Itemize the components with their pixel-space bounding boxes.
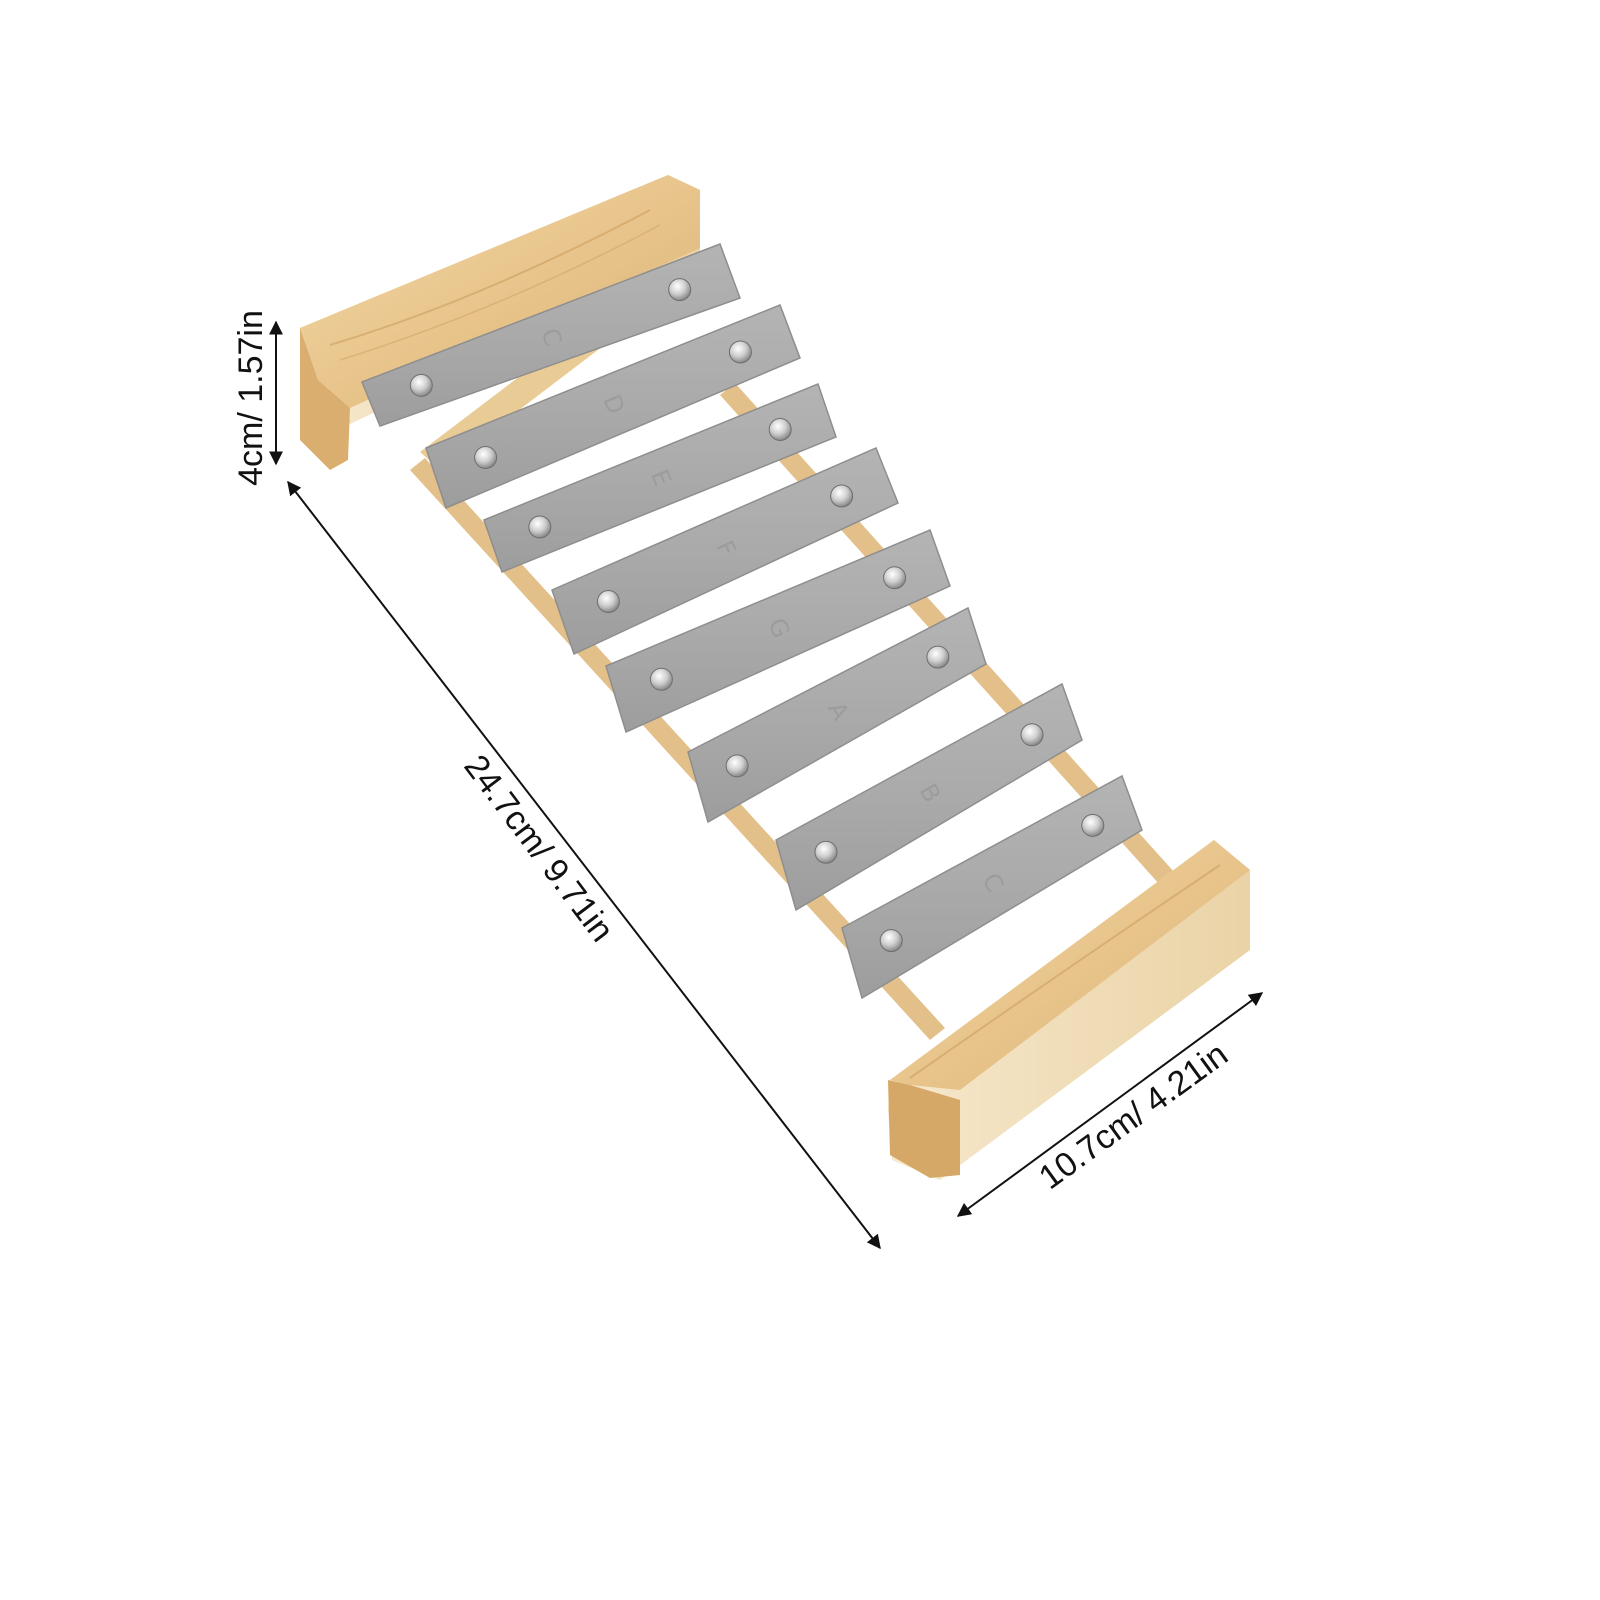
wooden-block-bottom [888,840,1250,1180]
screw-icon [1081,813,1105,837]
metal-bar: F [551,447,899,656]
height-dimension-label: 4cm/ 1.57in [232,310,270,486]
metal-bar: C [841,774,1143,1000]
width-dimension-line [956,992,1264,1217]
screw-icon [926,645,950,669]
screw-icon [474,446,498,469]
metal-bar: G [605,529,951,734]
dimension-lines [269,320,1264,1250]
metal-bar: D [425,304,801,510]
screw-icon [883,566,907,590]
screw-icon [879,929,903,953]
metal-bar: A [687,606,987,824]
screw-icon [1020,723,1044,747]
screw-icon [528,515,552,539]
metal-bar: B [775,682,1083,912]
screw-icon [409,373,433,397]
length-dimension-label: 24.7cm/ 9.71in [456,748,621,949]
screw-icon [814,840,838,864]
screw-icon [596,590,620,613]
screw-icon [728,340,752,364]
screw-icon [725,754,749,778]
length-dimension-line [287,480,881,1250]
metal-bar: C [361,243,741,427]
screw-icon [768,418,792,441]
metal-bar: E [483,383,837,573]
screw-icon [668,278,692,302]
screw-icon [830,484,854,508]
screw-icon [649,667,673,691]
